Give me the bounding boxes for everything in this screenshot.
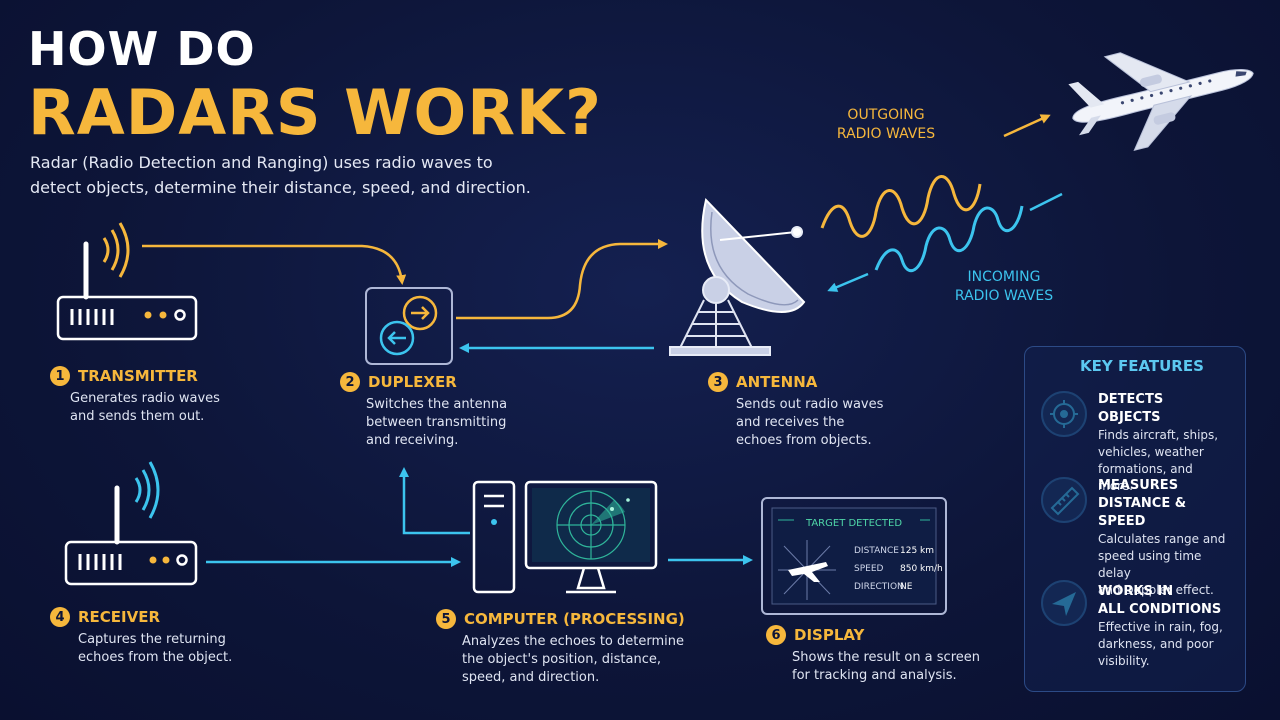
- speed-label: SPEED: [854, 564, 884, 574]
- antenna-dish-icon: [669, 197, 806, 356]
- duplexer-switch-icon: [365, 287, 453, 365]
- display-monitor-icon: [761, 497, 947, 615]
- feature-1: DETECTS OBJECTS Finds aircraft, ships,ve…: [1098, 391, 1230, 495]
- distance-value: 125 km: [900, 546, 935, 556]
- transmitter-router-icon: [56, 222, 198, 341]
- title-line-1: HOW DO: [28, 22, 256, 76]
- title-line-2: RADARS WORK?: [28, 76, 602, 149]
- direction-label: DIRECTION: [854, 582, 904, 592]
- incoming-wave: [874, 205, 1024, 273]
- key-features-title: KEY FEATURES: [1080, 357, 1204, 375]
- feature-3-description: Effective in rain, fog,darkness, and poo…: [1098, 620, 1223, 668]
- radar-scope: [556, 490, 630, 560]
- outgoing-wave: [820, 175, 982, 238]
- key-features-panel: [1024, 346, 1246, 692]
- receiver-router-icon: [64, 461, 198, 586]
- direction-value: NE: [900, 582, 913, 592]
- step-number: 6: [766, 625, 786, 645]
- incoming-trail: [1029, 192, 1063, 212]
- airplane-icon: [1068, 52, 1254, 152]
- speed-value: 850 km/h: [900, 564, 943, 574]
- outgoing-arrow: [1003, 114, 1051, 138]
- intro-line-1: Radar (Radio Detection and Ranging) uses…: [30, 153, 493, 172]
- distance-label: DISTANCE: [854, 546, 899, 556]
- step-number: 2: [340, 372, 360, 392]
- step-number: 3: [708, 372, 728, 392]
- step-number: 4: [50, 607, 70, 627]
- feature-1-title: DETECTS OBJECTS: [1098, 392, 1164, 425]
- intro-line-2: detect objects, determine their distance…: [30, 178, 531, 197]
- incoming-arrow: [827, 272, 869, 292]
- step-number: 5: [436, 609, 456, 629]
- step-number: 1: [50, 366, 70, 386]
- target-detected-label: TARGET DETECTED: [806, 518, 903, 529]
- flow-arrows: [142, 239, 753, 567]
